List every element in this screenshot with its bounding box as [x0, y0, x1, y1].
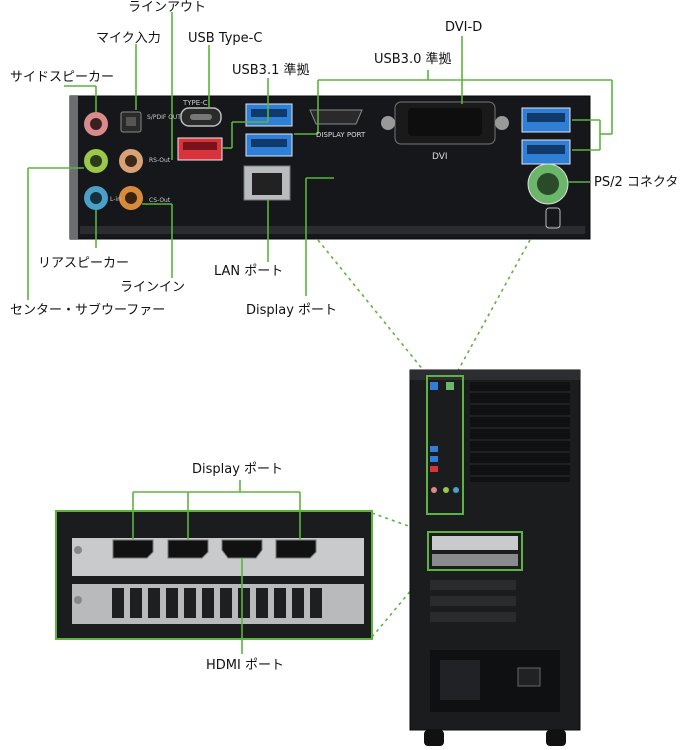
audio-jack-side-speaker [84, 112, 108, 136]
audio-jack-mic-in [119, 149, 143, 173]
gpu-hdmi-port [221, 539, 263, 559]
motherboard-displayport [309, 109, 363, 125]
spdif-printed-text: S/PDIF OUT [147, 114, 181, 121]
line-in-label: ラインイン [120, 280, 186, 295]
audio-jack-center-sub [84, 149, 108, 173]
ps2-mouse-icon [545, 207, 561, 229]
ps2-label: PS/2 コネクタ [594, 175, 679, 190]
usb-type-c-port [180, 107, 222, 127]
side-speaker-label: サイドスピーカー [10, 70, 115, 85]
cs-out-printed-text: CS-Out [149, 197, 171, 204]
audio-jack-line-in [119, 186, 143, 210]
gpu-displayport-1 [112, 539, 154, 559]
gpu-hdmi-label: HDMI ポート [206, 658, 284, 673]
display-port-label: Display ポート [246, 303, 338, 318]
mic-in-label: マイク入力 [96, 31, 161, 46]
dvi-d-label: DVI-D [445, 20, 483, 35]
dvi-port [381, 101, 509, 145]
dvi-printed-text: DVI [432, 152, 448, 162]
usb30-port-pair [245, 103, 293, 157]
spdif-port [120, 111, 142, 133]
pc-tower [409, 369, 581, 746]
gpu-displayport-2 [167, 539, 209, 559]
io-panel [69, 95, 591, 240]
gpu-bracket [55, 510, 373, 640]
l-in-printed-text: L-in [110, 196, 121, 203]
gpu-display-port-label: Display ポート [192, 462, 284, 477]
center-sub-label: センター・サブウーファー [10, 303, 166, 318]
usb30-port-pair-right [521, 107, 571, 165]
lan-label: LAN ポート [214, 264, 284, 279]
usb31-port [177, 137, 223, 161]
displayport-printed-text: DISPLAY PORT [316, 131, 366, 139]
rear-speaker-label: リアスピーカー [38, 256, 130, 271]
line-out-label: ラインアウト [128, 0, 207, 15]
ps2-port [527, 163, 569, 205]
gpu-callout-lines [132, 480, 301, 654]
rs-out-printed-text: RS-Out [149, 157, 171, 164]
lan-port [243, 165, 291, 201]
audio-jack-rear-speaker [84, 186, 108, 210]
usb31-label: USB3.1 準拠 [232, 63, 310, 78]
usb-type-c-label: USB Type-C [188, 31, 263, 46]
gpu-displayport-3 [275, 539, 317, 559]
io-callout-lines [27, 12, 613, 300]
usb30-label: USB3.0 準拠 [374, 52, 452, 67]
type-c-printed-text: TYPE-C [183, 99, 208, 107]
